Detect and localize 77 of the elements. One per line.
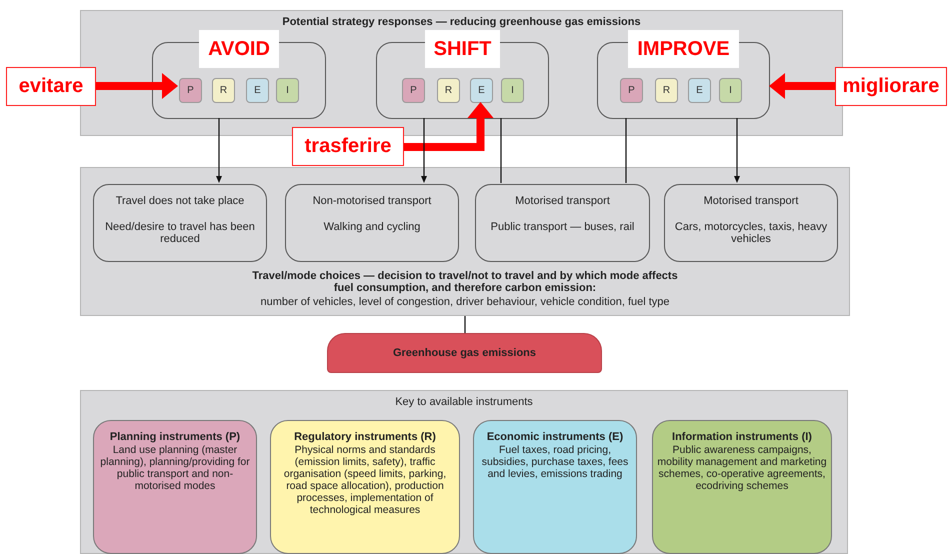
- instrument-letter: E: [254, 85, 261, 96]
- instrument-heading: Planning instruments (P): [110, 431, 240, 444]
- instrument-tile: [620, 78, 643, 103]
- strategy-heading: AVOID: [199, 30, 279, 68]
- connector-line: [500, 118, 502, 183]
- instrument-letter: I: [511, 85, 514, 96]
- instrument-tile: [470, 78, 493, 103]
- strategy-heading: IMPROVE: [628, 30, 739, 68]
- outcome-box: [285, 184, 459, 262]
- outcome-description: Need/desire to travel has been reduced: [104, 221, 256, 245]
- instrument-letter: I: [286, 85, 289, 96]
- instrument-letter: P: [410, 85, 417, 96]
- strategy-group: [376, 30, 549, 119]
- instrument-heading: Information instruments (I): [672, 431, 812, 444]
- instrument-tile: [212, 78, 235, 103]
- instrument-description: Land use planning (master planning), planning/providing for public transport and non-motorised modes: [99, 444, 251, 492]
- instrument-tile: [179, 78, 202, 103]
- instrument-tile: [402, 78, 425, 103]
- instrument-tile: [688, 78, 711, 103]
- instrument-tile: [655, 78, 678, 103]
- outcome-heading: Motorised transport: [704, 195, 798, 207]
- instrument-tile: [719, 78, 742, 103]
- instrument-description: Fuel taxes, road pricing, subsidies, purchase taxes, fees and levies, emissions trading: [480, 444, 630, 480]
- connector-line: [625, 118, 627, 183]
- instrument-letter: R: [444, 85, 452, 96]
- annotation-text: trasferire: [304, 135, 392, 158]
- strategy-group: [152, 30, 326, 119]
- instrument-description: Public awareness campaigns, mobility management and marketing schemes, co-operative agreements, ecodriving schemes: [657, 444, 827, 492]
- strategy-heading: SHIFT: [424, 30, 500, 68]
- arrow: [96, 73, 178, 99]
- strategy-group: [597, 30, 770, 119]
- panel-title: Potential strategy responses — reducing greenhouse gas emissions: [281, 16, 642, 28]
- instrument-tile: [501, 78, 524, 103]
- instrument-heading: Regulatory instruments (R): [294, 431, 436, 444]
- instrument-letter: P: [187, 85, 194, 96]
- annotation-label: [292, 127, 404, 166]
- outcome-box: [664, 184, 838, 262]
- emissions-block: [327, 333, 602, 373]
- choices-factors: number of vehicles, level of congestion, driver behaviour, vehicle condition, fuel type: [259, 296, 671, 308]
- outcome-heading: Travel does not take place: [116, 195, 244, 207]
- panel: [80, 390, 848, 554]
- choices-heading: Travel/mode choices — decision to travel/not to travel and by which mode affects fuel consumption, and therefore carbon emission:: [251, 270, 679, 294]
- instrument-card: [473, 420, 637, 554]
- outcome-description: Cars, motorcycles, taxis, heavy vehicles: [674, 221, 828, 245]
- outcome-box: [475, 184, 650, 262]
- instrument-heading: Economic instruments (E): [486, 431, 624, 444]
- arrow: [734, 118, 740, 183]
- instrument-letter: R: [220, 85, 228, 96]
- connector-line: [464, 316, 466, 333]
- arrow: [404, 102, 494, 151]
- outcome-box: [93, 184, 267, 262]
- annotation-label: [6, 67, 96, 106]
- instrument-letter: P: [628, 85, 635, 96]
- instrument-card: [93, 420, 257, 554]
- arrow: [769, 73, 835, 99]
- annotation-text: migliorare: [842, 75, 940, 98]
- outcome-description: Walking and cycling: [324, 221, 420, 233]
- panel-title: Key to available instruments: [394, 396, 534, 408]
- instrument-tile: [276, 78, 299, 103]
- annotation-label: [835, 67, 947, 106]
- instrument-card: [270, 420, 460, 554]
- instrument-letter: E: [478, 85, 485, 96]
- outcome-heading: Non-motorised transport: [312, 195, 432, 207]
- instrument-letter: I: [729, 85, 732, 96]
- emissions-text: Greenhouse gas emissions: [392, 347, 536, 359]
- instrument-tile: [437, 78, 460, 103]
- outcome-description: Public transport — buses, rail: [490, 221, 634, 233]
- instrument-letter: R: [662, 85, 670, 96]
- instrument-letter: E: [696, 85, 703, 96]
- annotation-text: evitare: [18, 75, 84, 98]
- outcome-heading: Motorised transport: [515, 195, 610, 207]
- arrow: [216, 118, 222, 183]
- panel: [80, 167, 850, 316]
- instrument-card: [652, 420, 832, 554]
- arrow: [421, 118, 427, 183]
- instrument-description: Physical norms and standards (emission limits, safety), traffic organisation (speed limits, parking, road space allocation), production processes, implementation of technological measures: [282, 444, 448, 516]
- instrument-tile: [246, 78, 269, 103]
